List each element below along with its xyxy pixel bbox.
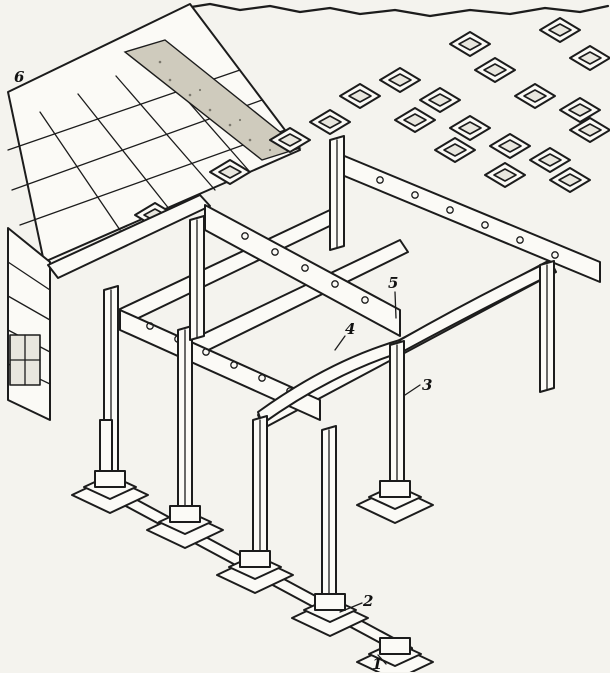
label-crane-beam: 5 <box>388 274 399 292</box>
beam-opening <box>146 322 154 330</box>
label-roof-slab: 6 <box>14 68 25 86</box>
beam-opening <box>202 348 210 356</box>
beam-opening <box>411 191 419 199</box>
skylight <box>559 97 601 123</box>
foundations <box>71 470 434 672</box>
beam-opening <box>271 248 279 256</box>
label-foundation-beam: 2 <box>363 592 374 610</box>
label-column: 3 <box>422 376 433 394</box>
beam-opening <box>301 264 309 272</box>
skylight <box>419 87 461 113</box>
beam-opening <box>446 206 454 214</box>
beam-opening <box>361 296 369 304</box>
label-foundation: 1 <box>372 655 383 673</box>
skylight <box>529 147 571 173</box>
beam-opening <box>376 176 384 184</box>
insulation-layer <box>123 39 302 161</box>
foundation-pad <box>356 637 434 672</box>
skylight <box>339 83 381 109</box>
beam-opening <box>551 251 559 259</box>
leader-lines <box>334 291 421 665</box>
skylight <box>209 159 251 185</box>
skylight <box>489 133 531 159</box>
beam-opening <box>331 280 339 288</box>
foundation-pad <box>71 470 149 514</box>
beam-opening <box>241 232 249 240</box>
skylight <box>474 57 516 83</box>
skylight <box>569 45 610 71</box>
skylight <box>569 117 610 143</box>
skylight <box>434 137 476 163</box>
skylight <box>449 115 491 141</box>
roof-slab-panels <box>7 3 302 263</box>
skylight <box>539 17 581 43</box>
foundation-pad <box>356 480 434 524</box>
skylight <box>484 162 526 188</box>
beam-opening <box>516 236 524 244</box>
beam-opening <box>481 221 489 229</box>
torn-edge <box>183 2 610 18</box>
beam-opening <box>230 361 238 369</box>
roof-skylights <box>134 17 610 228</box>
skylight <box>269 127 311 153</box>
skylight <box>309 109 351 135</box>
skylight <box>379 67 421 93</box>
foundation-pad <box>146 505 224 549</box>
foundation-pad <box>216 550 294 594</box>
skylight <box>394 107 436 133</box>
skylight <box>449 31 491 57</box>
skylight <box>549 167 591 193</box>
skylight <box>514 83 556 109</box>
wall-panels <box>7 227 51 421</box>
label-roof-truss: 4 <box>345 320 356 338</box>
beam-opening <box>258 374 266 382</box>
